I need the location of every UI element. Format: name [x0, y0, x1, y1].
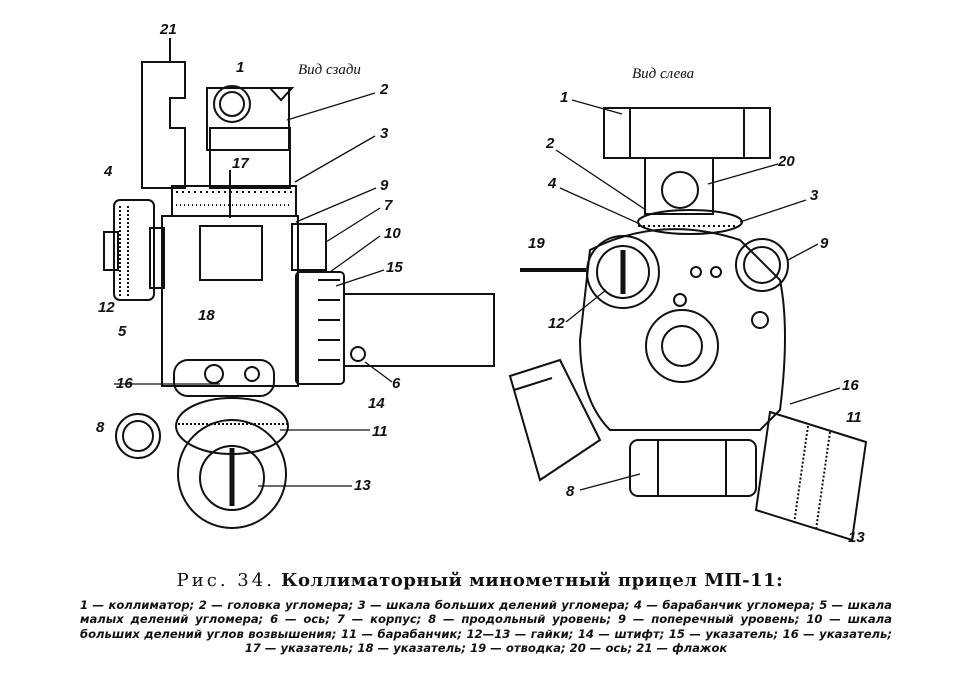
rear-callout-18: 18	[198, 307, 215, 324]
figure: Вид сзади Вид слева 21 1 2 3 17 9 4 7 10…	[96, 21, 868, 546]
rear-callout-5: 5	[118, 323, 127, 340]
left-view-title: Вид слева	[632, 66, 695, 82]
left-view-drawing	[508, 99, 868, 542]
left-callout-9: 9	[820, 235, 829, 252]
left-callout-8: 8	[566, 483, 575, 500]
legend-item: 20 — ось;	[569, 640, 633, 655]
rear-callout-3: 3	[380, 125, 389, 142]
rear-callout-17: 17	[232, 155, 249, 172]
legend-item: 7 — корпус;	[336, 612, 422, 627]
legend-item: 4 — барабанчик угломера;	[633, 598, 815, 612]
left-callout-2: 2	[546, 135, 555, 152]
rear-callout-7: 7	[384, 197, 393, 214]
rear-callout-12: 12	[98, 299, 115, 316]
rear-callout-21: 21	[160, 21, 177, 38]
legend-item: 21 — флажок	[636, 640, 728, 655]
rear-callout-13: 13	[354, 477, 371, 494]
caption-lead: Рис. 34.	[176, 570, 275, 591]
legend-item: 8 — продольный уровень;	[428, 612, 612, 627]
legend-item: 12—13 — гайки;	[466, 626, 574, 641]
left-callout-19: 19	[528, 235, 545, 252]
caption-title: Коллиматорный минометный прицел МП-11:	[281, 570, 784, 591]
legend-item: 9 — поперечный уровень;	[617, 612, 800, 627]
legend-item: 2 — головка угломера;	[198, 598, 354, 612]
left-callout-13: 13	[848, 529, 865, 546]
rear-callout-14: 14	[368, 395, 385, 412]
legend-item: 18 — указатель;	[357, 640, 467, 655]
legend-item: 6 — ось;	[270, 612, 331, 627]
rear-callout-16: 16	[116, 375, 133, 392]
rear-callout-10: 10	[384, 225, 401, 242]
rear-callout-15: 15	[386, 259, 403, 276]
rear-callout-2: 2	[380, 81, 389, 98]
legend-item: 5 — шкала малых делений угломера;	[80, 598, 892, 627]
rear-view-title: Вид сзади	[298, 62, 361, 78]
left-callout-4: 4	[548, 175, 557, 192]
legend-item: 15 — указатель;	[668, 626, 779, 641]
left-callout-16: 16	[842, 377, 859, 394]
legend-item: 16 — указатель;	[782, 626, 893, 641]
rear-view-drawing	[103, 38, 495, 529]
legend-item: 10 — шкала больших делений углов возвыше…	[80, 612, 892, 641]
rear-callout-6: 6	[392, 375, 401, 392]
left-callout-3: 3	[810, 187, 819, 204]
rear-callout-4: 4	[104, 163, 113, 180]
left-callout-20: 20	[778, 153, 795, 170]
rear-callout-11: 11	[372, 423, 388, 440]
legend-item: 11 — барабанчик;	[340, 626, 463, 641]
rear-callout-9: 9	[380, 177, 389, 194]
rear-callout-8: 8	[96, 419, 105, 436]
left-callout-1: 1	[560, 89, 569, 106]
left-callout-11: 11	[846, 409, 862, 426]
legend-item: 19 — отводка;	[470, 640, 566, 655]
rear-callout-1: 1	[236, 59, 245, 76]
legend-item: 1 — коллиматор;	[80, 598, 195, 612]
figure-caption: Рис. 34. Коллиматорный минометный прицел…	[0, 570, 960, 591]
figure-legend: 1 — коллиматор; 2 — головка угломера; 3 …	[80, 598, 892, 655]
legend-item: 3 — шкала больших делений угломера;	[357, 598, 630, 612]
legend-item: 14 — штифт;	[577, 626, 665, 641]
legend-item: 17 — указатель;	[244, 640, 354, 655]
left-callout-12: 12	[548, 315, 565, 332]
